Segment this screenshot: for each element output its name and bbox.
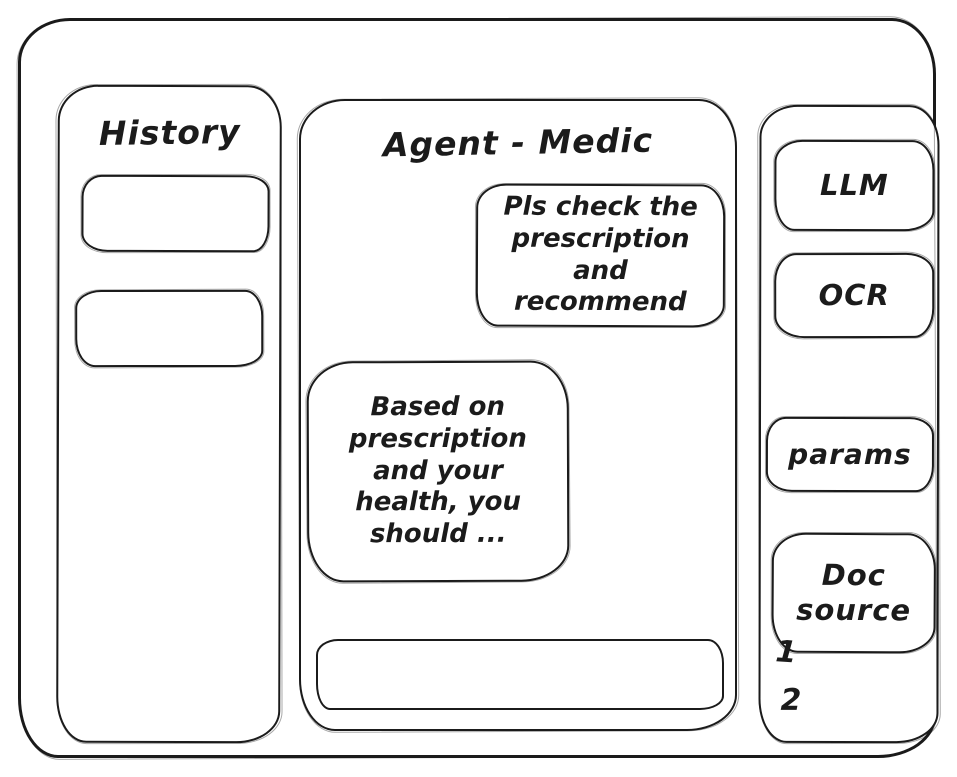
app-frame: History Agent - Medic Pls check the pres… [18,18,940,758]
llm-button[interactable]: LLM [774,139,935,232]
tools-sidebar: LLM OCR params Doc source 1 2 [758,104,940,744]
chat-message-assistant-text: Based on prescription and your health, y… [348,391,527,550]
chat-panel: Agent - Medic Pls check the prescription… [299,99,737,731]
chat-title: Agent - Medic [382,120,654,165]
history-item-1[interactable] [81,174,270,253]
history-item-2[interactable] [75,289,264,368]
history-title: History [98,111,241,154]
doc-source-item-1[interactable]: 1 [774,634,798,671]
history-sidebar: History [56,84,282,744]
chat-input[interactable] [316,639,724,710]
chat-message-user: Pls check the prescription and recommend [475,183,726,328]
chat-message-user-text: Pls check the prescription and recommend [503,191,698,318]
params-button[interactable]: params [765,416,935,493]
doc-source-item-2[interactable]: 2 [780,682,802,718]
ocr-button[interactable]: OCR [774,252,935,339]
chat-message-assistant: Based on prescription and your health, y… [306,360,570,583]
